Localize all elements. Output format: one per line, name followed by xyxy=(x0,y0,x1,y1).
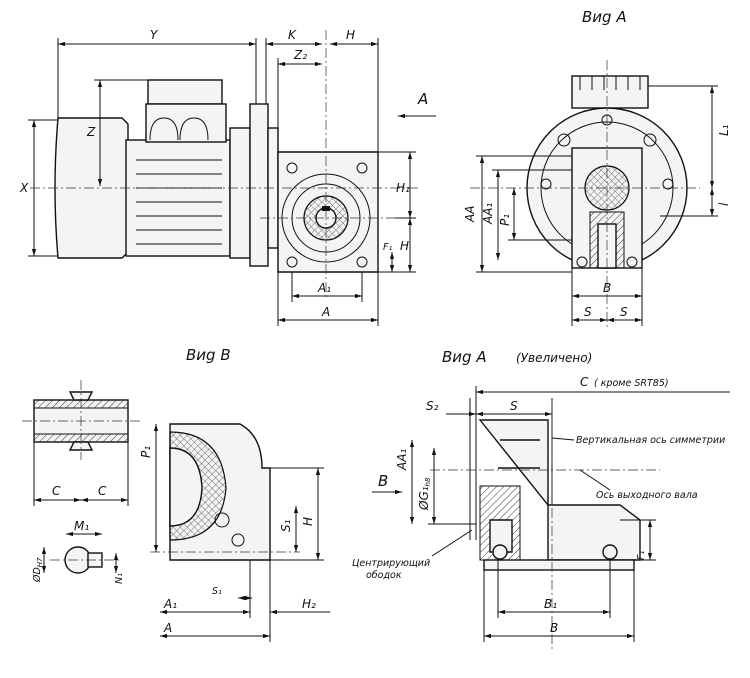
zoom-dim-AA1: AA₁ xyxy=(395,449,409,471)
view-a-zoom: Виg A (Увеличено) C ( кроме SRT85) S₂ S … xyxy=(352,348,730,650)
zoom-dim-B: B xyxy=(550,621,558,635)
dim-Z: Z xyxy=(86,125,96,139)
zoom-dim-S2: S₂ xyxy=(426,399,439,413)
main-view: Y K H Z₂ Z X A H₁ H F₁ xyxy=(19,28,436,326)
view-b-title: Виg B xyxy=(186,346,231,364)
note-centering-rim-2: ободок xyxy=(366,570,402,581)
dim-b-H: H xyxy=(301,517,315,526)
dim-b-P1: P₁ xyxy=(139,446,153,458)
arrow-a-label: A xyxy=(417,90,428,108)
dim-H1: H₁ xyxy=(396,181,410,195)
dim-F1: F₁ xyxy=(383,242,392,253)
zoom-dim-B1: B₁ xyxy=(544,597,557,611)
dim-P1: P₁ xyxy=(498,214,512,226)
note-output-shaft: Ось выходного вала xyxy=(596,490,698,501)
note-centering-rim-1: Центрирующий xyxy=(352,558,430,569)
dim-b-A: A xyxy=(163,621,172,635)
dim-X: X xyxy=(19,181,29,195)
side-view-a: Виg A L₁ l AA xyxy=(463,8,731,330)
zoom-dim-F1: F₁ xyxy=(636,551,647,560)
dim-A: A xyxy=(321,305,330,319)
motor-adapter xyxy=(229,127,251,259)
dim-AA: AA xyxy=(463,206,477,223)
dim-K: K xyxy=(288,28,297,42)
dim-C-right: C xyxy=(98,484,107,498)
terminal-box-lugs xyxy=(149,117,209,141)
arrow-b-label: B xyxy=(378,472,388,490)
terminal-box xyxy=(145,103,227,143)
side-terminal-box xyxy=(571,75,649,109)
dim-B: B xyxy=(603,281,611,295)
dim-D: ØDH7 xyxy=(32,557,44,583)
dim-H: H xyxy=(400,239,409,253)
dim-b-S1: S₁ xyxy=(212,586,222,597)
dim-b-S1-vert: S₁ xyxy=(279,519,293,532)
view-a-title: Виg A xyxy=(582,8,627,26)
zoom-dim-C: C xyxy=(580,375,589,389)
motor-flange xyxy=(249,103,269,267)
view-b: Виg B C C M₁ N₁ ØDH7 P₁ xyxy=(22,346,330,642)
zoom-housing xyxy=(478,419,641,561)
dim-S-left: S xyxy=(584,305,592,319)
zoom-dim-G1: ØG₁h8 xyxy=(417,477,432,511)
motor-body xyxy=(125,139,231,257)
dim-N1: N₁ xyxy=(114,573,125,584)
dim-Z2: Z₂ xyxy=(293,48,307,62)
dim-b-A1: A₁ xyxy=(163,597,177,611)
dim-M1: M₁ xyxy=(74,519,89,533)
dim-H-top: H xyxy=(346,28,355,42)
zoom-note: (Увеличено) xyxy=(516,351,592,365)
zoom-dim-S: S xyxy=(510,399,518,413)
dim-Y: Y xyxy=(150,28,159,42)
note-vertical-axis: Вертикальная ось симметрии xyxy=(576,435,725,446)
dim-l: l xyxy=(717,202,731,206)
dim-AA1: AA₁ xyxy=(481,203,495,225)
dim-S-right: S xyxy=(620,305,628,319)
zoom-title: Виg A xyxy=(442,348,487,366)
dim-C-left: C xyxy=(52,484,61,498)
zoom-dim-C-note: ( кроме SRT85) xyxy=(594,378,669,389)
shaft-wheel-teeth xyxy=(68,391,94,451)
dim-b-H2: H₂ xyxy=(302,597,316,611)
dim-L1: L₁ xyxy=(717,124,731,136)
zoom-base xyxy=(483,559,635,571)
output-keyway xyxy=(322,206,330,211)
terminal-box-top xyxy=(147,79,223,105)
dim-A1: A₁ xyxy=(317,281,331,295)
